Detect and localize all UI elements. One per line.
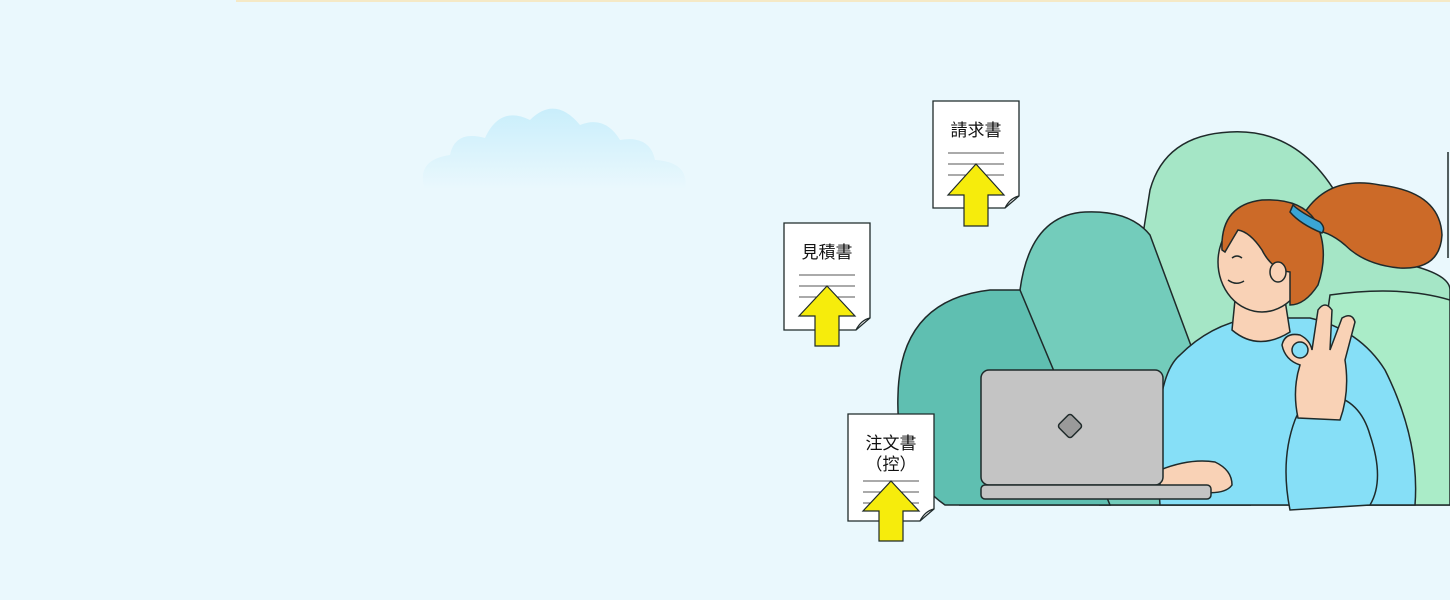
upload-arrow-icon — [797, 285, 857, 347]
invoice-label: 請求書 — [951, 121, 1002, 141]
order-label-line1: 注文書 — [866, 434, 917, 454]
upload-arrow-icon — [946, 163, 1006, 227]
document-order: 注文書 （控） — [847, 413, 935, 542]
person-illustration — [1156, 182, 1443, 511]
document-invoice: 請求書 — [932, 100, 1020, 227]
document-estimate: 見積書 — [783, 222, 871, 347]
order-label-line2: （控） — [866, 455, 917, 475]
decorative-cloud-icon — [422, 108, 686, 190]
estimate-label: 見積書 — [802, 243, 853, 263]
laptop-icon — [980, 369, 1212, 500]
upload-arrow-icon — [861, 480, 921, 542]
top-accent-line — [236, 0, 1450, 2]
